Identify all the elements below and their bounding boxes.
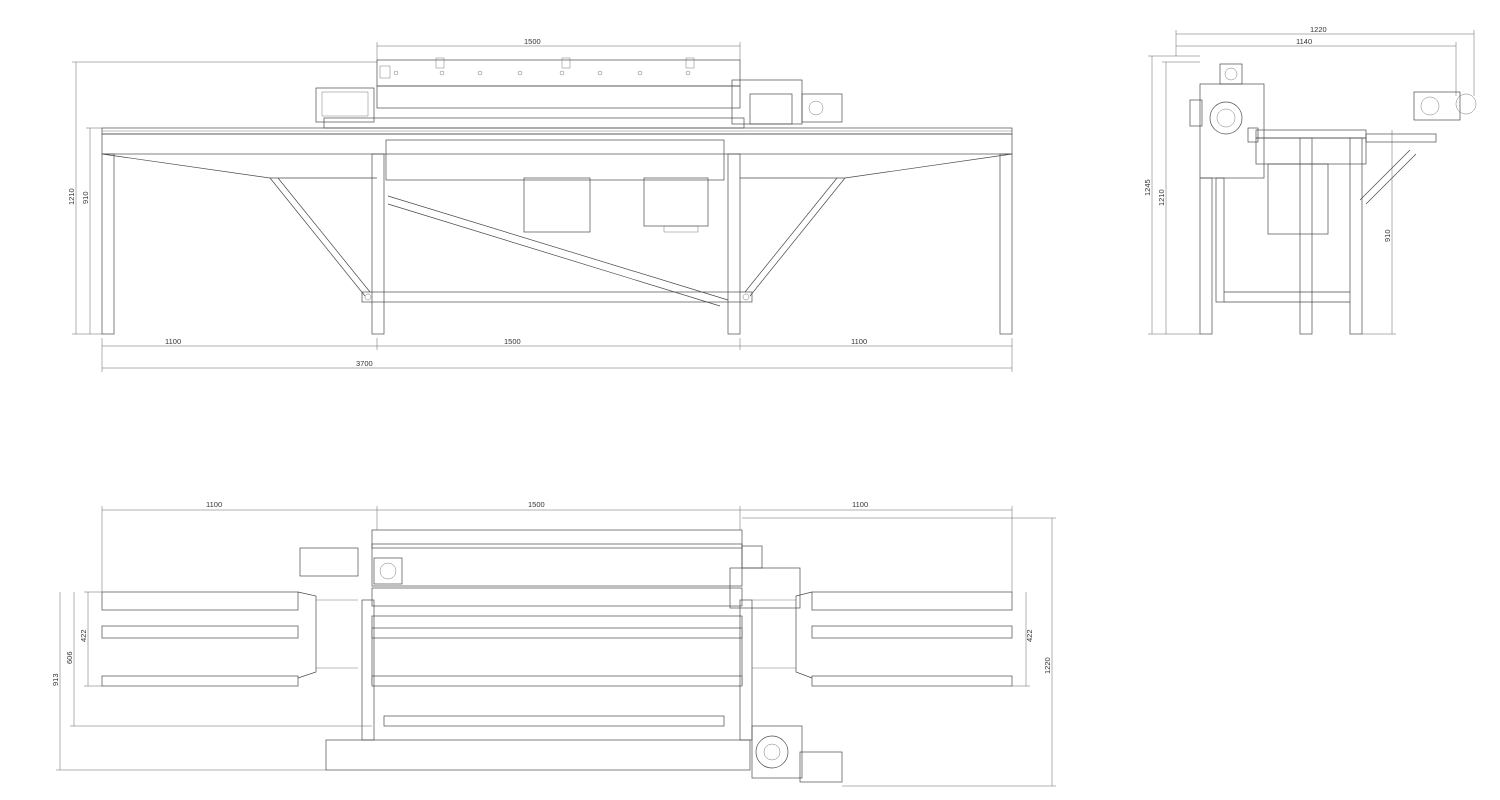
side-view: 1220 1140 1245 1210 910 [1143, 25, 1477, 335]
plan-422-left-label: 422 [79, 629, 88, 642]
front-seg-center-label: 1500 [504, 337, 521, 346]
front-height-table-label: 910 [81, 191, 90, 204]
plan-1220-label: 1220 [1043, 657, 1052, 674]
front-height-total-label: 1210 [67, 188, 76, 205]
front-seg-left-label: 1100 [165, 337, 181, 346]
side-height-outer-label: 1245 [1143, 179, 1152, 196]
plan-913-label: 913 [51, 673, 60, 686]
plan-seg-right-label: 1100 [852, 500, 868, 509]
plan-seg-center-label: 1500 [528, 500, 545, 509]
front-top-width-label: 1500 [524, 37, 541, 46]
side-width-inner-label: 1140 [1296, 37, 1312, 46]
plan-view: 1100 1500 1100 422 606 913 422 1220 [51, 500, 1056, 787]
side-height-table-label: 910 [1383, 229, 1392, 242]
front-seg-right-label: 1100 [851, 337, 867, 346]
plan-422-right-label: 422 [1025, 629, 1034, 642]
side-width-outer-label: 1220 [1310, 25, 1327, 34]
plan-seg-left-label: 1100 [206, 500, 222, 509]
plan-606-label: 606 [65, 651, 74, 664]
side-height-inner-label: 1210 [1157, 189, 1166, 206]
front-view: 1500 1210 910 1100 1500 1100 3700 [67, 37, 1013, 372]
front-overall-label: 3700 [356, 359, 373, 368]
